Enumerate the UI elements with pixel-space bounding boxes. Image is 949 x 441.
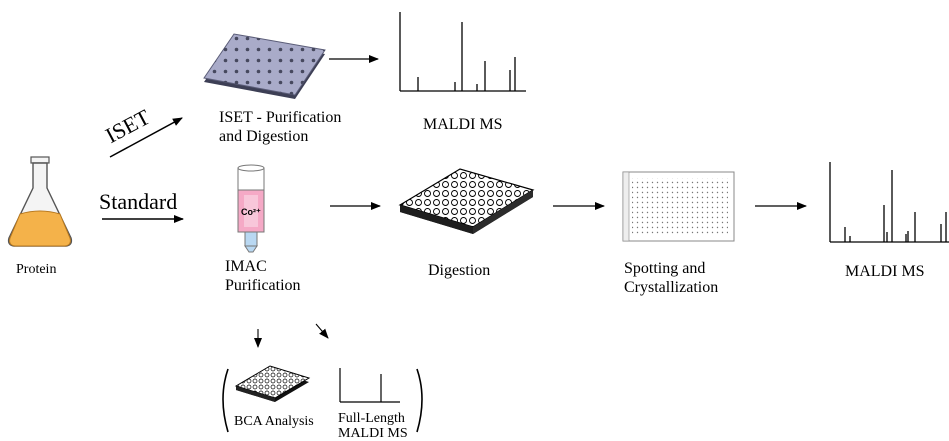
right-bracket <box>416 368 423 433</box>
left-bracket <box>222 368 229 433</box>
iset-step-label: ISET - Purification and Digestion <box>219 109 342 145</box>
iset-plate-icon <box>203 33 326 99</box>
protein-label: Protein <box>16 262 57 277</box>
cobalt-label: Co²⁺ <box>241 207 261 217</box>
full-length-label: Full-Length MALDI MS <box>338 411 408 441</box>
iset-arrow <box>109 117 183 158</box>
maldi-spectrum-right <box>829 162 949 243</box>
imac-label: IMAC Purification <box>225 258 301 294</box>
bca-label: BCA Analysis <box>234 414 314 429</box>
digestion-label: Digestion <box>428 262 491 279</box>
flask-icon <box>7 156 73 247</box>
digestion-plate-icon <box>398 168 535 234</box>
bca-plate-icon <box>234 365 311 402</box>
maldi-spectrum-top <box>399 12 526 92</box>
standard-label: Standard <box>99 189 178 214</box>
arrow-to-full-length <box>315 323 329 339</box>
maldi-top-label: MALDI MS <box>423 116 503 133</box>
maldi-right-label: MALDI MS <box>845 263 925 280</box>
spotting-label: Spotting and Crystallization <box>624 260 719 296</box>
maldi-target-plate-icon <box>622 171 735 242</box>
imac-column-icon <box>237 164 265 253</box>
full-length-spectrum <box>339 368 400 403</box>
